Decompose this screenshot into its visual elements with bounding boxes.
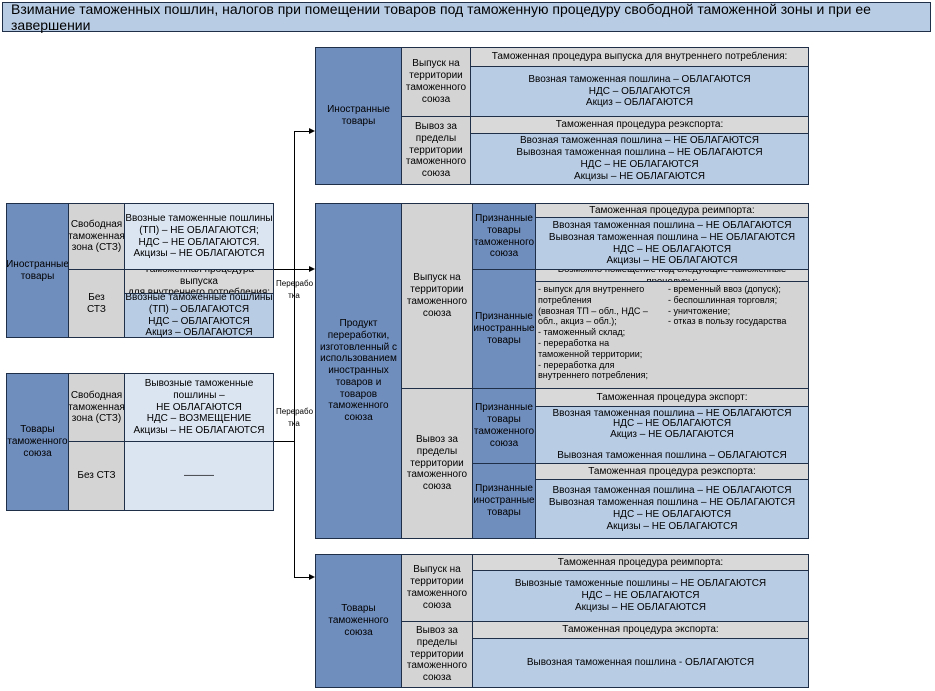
bot-vypusk-text: Вывозные таможенные пошлины – НЕ ОБЛАГАЮ… bbox=[472, 570, 809, 622]
left1-stz-text: Ввозные таможенные пошлины (ТП) – НЕ ОБЛ… bbox=[124, 203, 274, 270]
connector-bottom bbox=[294, 577, 310, 578]
arrow-mid-icon bbox=[309, 266, 315, 272]
mid-r2-label: Признанные иностранные товары bbox=[472, 269, 536, 389]
left2-bez-label: Без СТЗ bbox=[68, 441, 125, 511]
arrow-bottom-icon bbox=[309, 574, 315, 580]
top-goods-label: Иностранные товары bbox=[315, 47, 402, 185]
mid-r1-label: Признанные товары таможенного союза bbox=[472, 203, 536, 270]
left2-stz-text: Вывозные таможенные пошлины – НЕ ОБЛАГАЮ… bbox=[124, 373, 274, 442]
top-vypusk-text: Ввозная таможенная пошлина – ОБЛАГАЮТСЯ … bbox=[470, 66, 809, 117]
mid-product-label: Продукт переработки, изготовленный с исп… bbox=[315, 203, 402, 539]
left1-goods-label: Иностранные товары bbox=[6, 203, 69, 338]
connector-vertical bbox=[294, 131, 295, 578]
mid-r4-header: Таможенная процедура реэкспорта: bbox=[535, 463, 809, 480]
bot-vyvoz-header: Таможенная процедура экспорта: bbox=[472, 621, 809, 639]
arrow-label-processing-1: Перерабо тка bbox=[276, 279, 314, 300]
bot-vypusk-header: Таможенная процедура реимпорта: bbox=[472, 554, 809, 571]
mid-r3-text: Ввозная таможенная пошлина – НЕ ОБЛАГАЮТ… bbox=[535, 406, 809, 464]
connector-left2 bbox=[274, 441, 295, 442]
connector-mid bbox=[294, 269, 310, 270]
left1-bez-text: Ввозные таможенные пошлины (ТП) – ОБЛАГА… bbox=[124, 293, 274, 338]
mid-r2-col1: - выпуск для внутреннего потребления (вв… bbox=[538, 284, 649, 381]
left2-goods-label: Товары таможенного союза bbox=[6, 373, 69, 511]
connector-left1 bbox=[274, 269, 295, 270]
mid-r2-col2: - временный ввоз (допуск); - беспошлинна… bbox=[668, 284, 787, 327]
bot-goods-label: Товары таможенного союза bbox=[315, 554, 402, 688]
connector-top bbox=[294, 131, 310, 132]
mid-r4-text: Ввозная таможенная пошлина – НЕ ОБЛАГАЮТ… bbox=[535, 479, 809, 539]
left1-stz-label: Свободная таможенная зона (СТЗ) bbox=[68, 203, 125, 270]
mid-r3-label: Признанные товары таможенного союза bbox=[472, 388, 536, 464]
mid-r1-header: Таможенная процедура реимпорта: bbox=[535, 203, 809, 218]
bot-vyvoz-text: Вывозная таможенная пошлина - ОБЛАГАЮТСЯ bbox=[472, 638, 809, 688]
left2-bez-text: ——— bbox=[124, 441, 274, 511]
left1-bez-header: Таможенная процедура выпуска для внутрен… bbox=[124, 269, 274, 294]
top-vyvoz-label: Вывоз за пределы территории таможенного … bbox=[401, 116, 471, 185]
arrow-label-processing-2: Перерабо тка bbox=[276, 407, 314, 428]
left2-stz-label: Свободная таможенная зона (СТЗ) bbox=[68, 373, 125, 442]
top-vyvoz-header: Таможенная процедура реэкспорта: bbox=[470, 116, 809, 134]
left1-bez-label: Без СТЗ bbox=[68, 269, 125, 338]
mid-vyvoz-label: Вывоз за пределы территории таможенного … bbox=[401, 388, 473, 539]
mid-vypusk-label: Выпуск на территории таможенного союза bbox=[401, 203, 473, 389]
bot-vypusk-label: Выпуск на территории таможенного союза bbox=[401, 554, 473, 622]
bot-vyvoz-label: Вывоз за пределы территории таможенного … bbox=[401, 621, 473, 688]
mid-r1-text: Ввозная таможенная пошлина – НЕ ОБЛАГАЮТ… bbox=[535, 217, 809, 270]
top-vypusk-header: Таможенная процедура выпуска для внутрен… bbox=[470, 47, 809, 67]
top-vypusk-label: Выпуск на территории таможенного союза bbox=[401, 47, 471, 117]
diagram-title: Взимание таможенных пошлин, налогов при … bbox=[2, 1, 931, 33]
mid-r2-header: Возможно помещение под следующие таможен… bbox=[535, 269, 809, 282]
top-vyvoz-text: Ввозная таможенная пошлина – НЕ ОБЛАГАЮТ… bbox=[470, 133, 809, 185]
arrow-top-icon bbox=[309, 128, 315, 134]
mid-r3-header: Таможенная процедура экспорт: bbox=[535, 388, 809, 407]
mid-r2-body bbox=[535, 281, 809, 389]
mid-r4-label: Признанные иностранные товары bbox=[472, 463, 536, 539]
